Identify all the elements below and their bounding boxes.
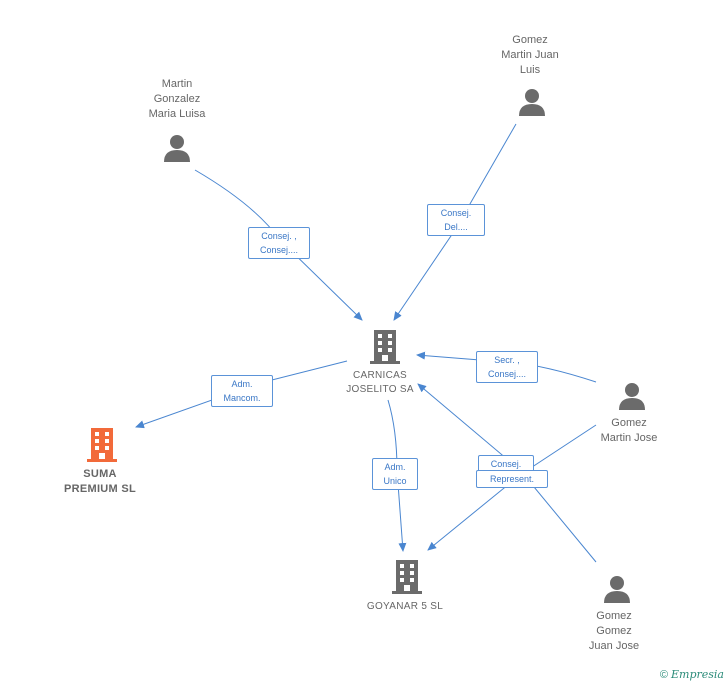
building-icon[interactable]	[392, 560, 422, 594]
person-icon[interactable]	[162, 134, 192, 162]
edge-label[interactable]: Adm. Mancom.	[211, 375, 273, 407]
person-label-martin-gonzalez[interactable]: Martin Gonzalez Maria Luisa	[148, 78, 206, 120]
company-label-goyanar[interactable]: GOYANAR 5 SL	[366, 601, 444, 612]
person-label-gomez-gomez-juan-jose[interactable]: Gomez Gomez Juan Jose	[588, 610, 640, 652]
edge-label[interactable]: Adm. Unico	[372, 458, 418, 490]
brand-logo[interactable]: Empresia	[671, 668, 724, 681]
person-icon[interactable]	[517, 88, 547, 116]
footer: © Empresia	[660, 668, 724, 681]
edge-label[interactable]: Consej. , Consej....	[248, 227, 310, 259]
edge-label[interactable]: Consej. Del....	[427, 204, 485, 236]
company-label-suma[interactable]: SUMA PREMIUM SL	[63, 468, 137, 495]
person-icon[interactable]	[602, 575, 632, 603]
person-icon[interactable]	[617, 382, 647, 410]
company-label-carnicas[interactable]: CARNICAS JOSELITO SA	[346, 370, 414, 395]
edge-label[interactable]: Represent.	[476, 470, 548, 488]
person-label-gomez-martin-juan-luis[interactable]: Gomez Martin Juan Luis	[501, 34, 559, 76]
building-icon-highlight[interactable]	[87, 428, 117, 462]
edge-label[interactable]: Secr. , Consej....	[476, 351, 538, 383]
copyright-icon: ©	[659, 668, 668, 681]
building-icon[interactable]	[370, 330, 400, 364]
person-label-gomez-martin-jose[interactable]: Gomez Martin Jose	[600, 417, 658, 444]
